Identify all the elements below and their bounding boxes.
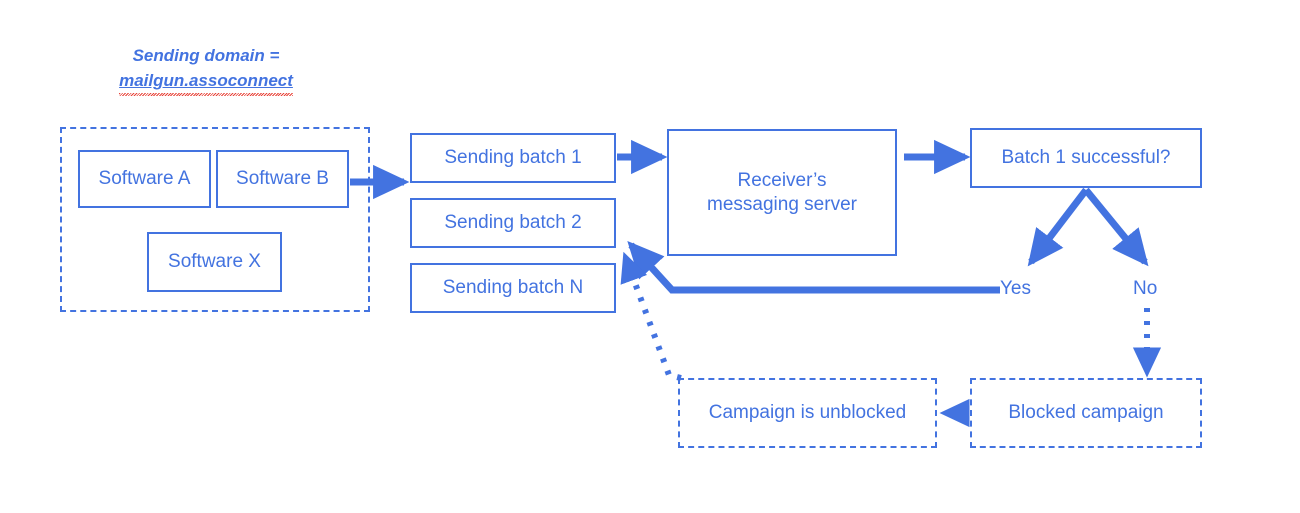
software-x-box[interactable]: Software X — [147, 232, 282, 292]
blocked-campaign-box[interactable]: Blocked campaign — [970, 378, 1202, 448]
batch-success-decision-box[interactable]: Batch 1 successful? — [970, 128, 1202, 188]
software-x-label: Software X — [168, 251, 261, 273]
sending-batch-n-label: Sending batch N — [442, 277, 584, 299]
software-a-label: Software A — [98, 168, 191, 190]
connector-decision-to-yes — [1027, 187, 1089, 267]
sending-batch-1-box[interactable]: Sending batch 1 — [410, 133, 616, 183]
sending-batch-n-box[interactable]: Sending batch N — [410, 263, 616, 313]
sending-domain-title-line2: mailgun.assoconnect — [119, 69, 293, 96]
campaign-unblocked-label: Campaign is unblocked — [708, 402, 907, 424]
connector-decision-to-no — [1083, 187, 1149, 267]
software-b-box[interactable]: Software B — [216, 150, 349, 208]
branch-label-yes: Yes — [1000, 278, 1031, 299]
campaign-unblocked-box[interactable]: Campaign is unblocked — [678, 378, 937, 448]
receivers-messaging-server-box[interactable]: Receiver’s messaging server — [667, 129, 897, 256]
sending-domain-title: Sending domain = mailgun.assoconnect — [96, 44, 316, 96]
software-a-box[interactable]: Software A — [78, 150, 211, 208]
sending-batch-2-box[interactable]: Sending batch 2 — [410, 198, 616, 248]
blocked-campaign-label: Blocked campaign — [1008, 402, 1164, 424]
sending-domain-container — [60, 127, 370, 312]
sending-batch-2-label: Sending batch 2 — [444, 212, 582, 234]
connector-unblocked-to-next-batch — [620, 251, 682, 381]
receivers-messaging-server-label-line2: messaging server — [707, 193, 857, 215]
sending-batch-1-label: Sending batch 1 — [444, 147, 582, 169]
software-b-label: Software B — [236, 168, 329, 190]
receivers-messaging-server-label-line1: Receiver’s — [737, 170, 827, 192]
branch-label-no: No — [1133, 278, 1158, 299]
batch-success-decision-label: Batch 1 successful? — [1001, 147, 1171, 169]
sending-domain-title-line1: Sending domain = — [132, 46, 280, 65]
